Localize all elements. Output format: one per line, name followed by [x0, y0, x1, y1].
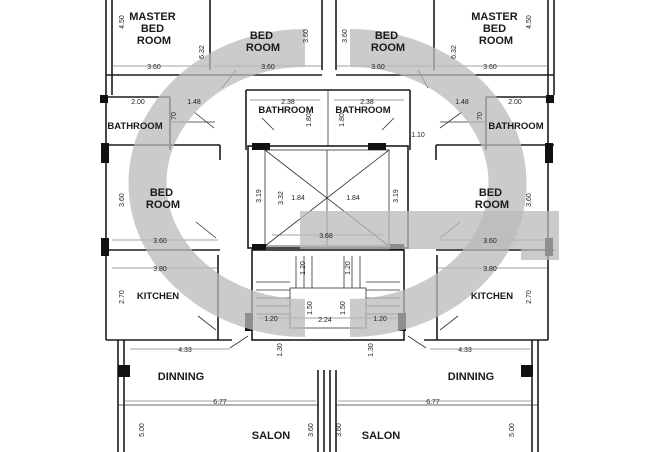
dim-label: 4.33 [178, 347, 192, 354]
dim-label: 3.60 [119, 193, 126, 207]
room-label-kitchen-left: KITCHEN [137, 291, 179, 302]
dim-label: 1.20 [300, 261, 307, 275]
dim-label: 2.38 [281, 99, 295, 106]
dim-label: 2.70 [119, 290, 126, 304]
room-label-bed-mid-right: BED ROOM [475, 187, 509, 211]
dim-label: 1.48 [455, 99, 469, 106]
dim-label: 3.60 [483, 238, 497, 245]
dim-label: 3.80 [483, 266, 497, 273]
dimension-labels: 4.50 6.32 3.60 3.60 3.60 3.60 6.32 3.60 … [119, 15, 533, 437]
room-label-master-bed-right: MASTER BED ROOM [471, 11, 521, 47]
dim-label: 5.00 [509, 423, 516, 437]
dim-label: 5.00 [139, 423, 146, 437]
dim-label: 1.50 [307, 301, 314, 315]
dim-label: 70 [477, 112, 484, 120]
dim-label: 3.60 [308, 423, 315, 437]
dim-label: 6.77 [213, 399, 227, 406]
dim-label: 1.20 [264, 316, 278, 323]
dim-label: 3.60 [342, 29, 349, 43]
dim-label: 3.60 [336, 423, 343, 437]
dim-label: 3.60 [526, 193, 533, 207]
room-label-dinning-right: DINNING [448, 371, 494, 383]
dim-label: 4.50 [526, 15, 533, 29]
dim-label: 3.60 [261, 64, 275, 71]
dim-label: 3.32 [278, 191, 285, 205]
dim-label: 2.00 [131, 99, 145, 106]
dim-label: 1.50 [340, 301, 347, 315]
room-label-bed-top-left: BED ROOM [246, 30, 280, 54]
dim-label: 3.60 [483, 64, 497, 71]
dim-label: 2.70 [526, 290, 533, 304]
room-label-bathroom-center-left: BATHROOM [258, 105, 313, 116]
dim-label: 6.32 [199, 45, 206, 59]
dim-label: 2.00 [508, 99, 522, 106]
dim-label: 6.32 [451, 45, 458, 59]
room-label-master-bed-left: MASTER BED ROOM [129, 11, 179, 47]
dim-label: 3.80 [153, 266, 167, 273]
dim-label: 1.30 [368, 343, 375, 357]
dim-label: 1.84 [291, 195, 305, 202]
dim-label: 1.80 [339, 113, 346, 127]
dim-label: 2.24 [318, 317, 332, 324]
watermark-logo [128, 29, 559, 337]
dim-label: 3.60 [303, 29, 310, 43]
dim-label: 3.60 [153, 238, 167, 245]
dim-label: 2.38 [360, 99, 374, 106]
dim-label: 70 [171, 112, 178, 120]
dim-label: 3.60 [147, 64, 161, 71]
room-label-bed-mid-left: BED ROOM [146, 187, 180, 211]
dim-label: 3.60 [371, 64, 385, 71]
room-label-kitchen-right: KITCHEN [471, 291, 513, 302]
dim-label: 6.77 [426, 399, 440, 406]
dim-label: 1.48 [187, 99, 201, 106]
room-label-salon-left: SALON [252, 430, 291, 442]
dim-label: 3.19 [393, 189, 400, 203]
room-labels: MASTER BED ROOM BED ROOM BED ROOM MASTER… [107, 11, 543, 442]
dim-label: 1.84 [346, 195, 360, 202]
room-label-dinning-left: DINNING [158, 371, 204, 383]
room-label-bathroom-left: BATHROOM [107, 121, 162, 132]
dim-label: 3.68 [319, 233, 333, 240]
room-label-bathroom-center-right: BATHROOM [335, 105, 390, 116]
dim-label: 4.33 [458, 347, 472, 354]
dim-label: 1.20 [345, 261, 352, 275]
dim-label: 1.10 [411, 132, 425, 139]
dim-label: 1.80 [306, 113, 313, 127]
dim-label: 3.19 [256, 189, 263, 203]
room-label-bed-top-right: BED ROOM [371, 30, 405, 54]
dim-label: 4.50 [119, 15, 126, 29]
dim-label: 1.20 [373, 316, 387, 323]
dim-label: 1.30 [277, 343, 284, 357]
room-label-bathroom-right: BATHROOM [488, 121, 543, 132]
room-label-salon-right: SALON [362, 430, 401, 442]
